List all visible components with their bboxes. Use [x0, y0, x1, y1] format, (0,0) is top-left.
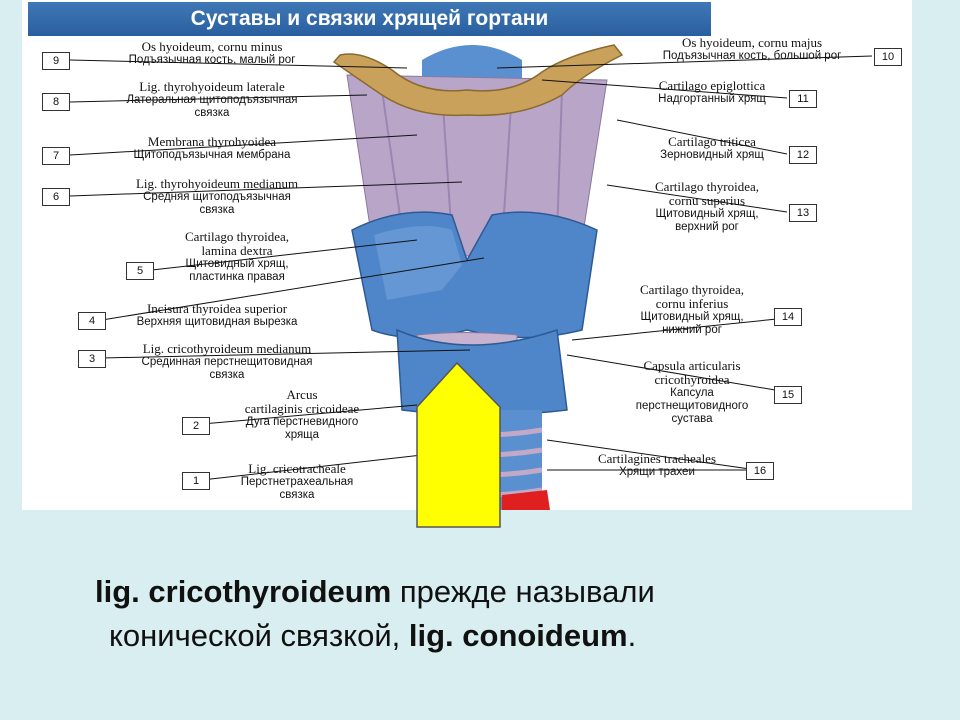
label-number-9: 9	[42, 52, 70, 70]
label-number-16: 16	[746, 462, 774, 480]
anatomy-figure: Суставы и связки хрящей гортани	[22, 0, 912, 510]
label-number-1: 1	[182, 472, 210, 490]
caption-term-cricothyroideum: lig. cricothyroideum	[95, 574, 392, 609]
label-number-4: 4	[78, 312, 106, 330]
label-number-2: 2	[182, 417, 210, 435]
caption-line-1: lig. cricothyroideum прежде называли	[95, 574, 655, 609]
red-strip	[502, 490, 550, 510]
caption-text: lig. cricothyroideum прежде называли кон…	[95, 570, 895, 658]
label-number-12: 12	[789, 146, 817, 164]
label-number-8: 8	[42, 93, 70, 111]
label-number-6: 6	[42, 188, 70, 206]
label-number-7: 7	[42, 147, 70, 165]
up-arrow-icon	[416, 361, 501, 528]
label-number-14: 14	[774, 308, 802, 326]
hyoid-bone-shape	[332, 44, 624, 117]
label-number-3: 3	[78, 350, 106, 368]
leader-lines-left	[69, 59, 485, 481]
caption-term-conoideum: lig. conoideum	[408, 618, 628, 653]
label-number-13: 13	[789, 204, 817, 222]
leader-lines-right	[496, 55, 873, 471]
label-number-5: 5	[126, 262, 154, 280]
caption-line-2: конической связкой, lig. conoideum.	[109, 618, 637, 653]
label-number-15: 15	[774, 386, 802, 404]
label-number-11: 11	[789, 90, 817, 108]
label-number-10: 10	[874, 48, 902, 66]
figure-title: Суставы и связки хрящей гортани	[28, 2, 711, 36]
